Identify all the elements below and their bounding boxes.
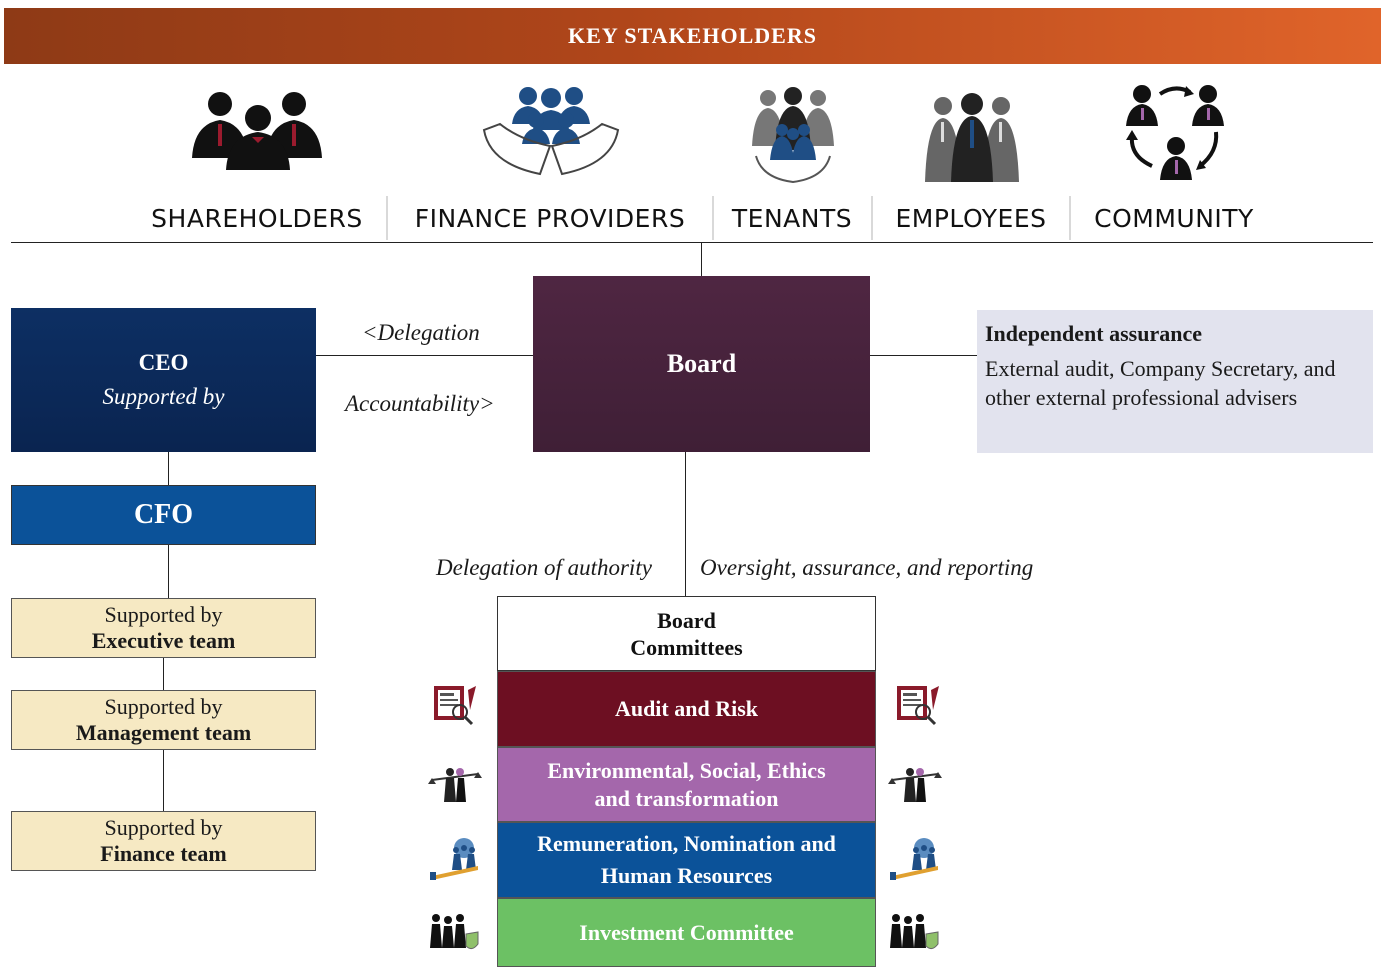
ceo-box: CEO Supported by — [11, 308, 316, 452]
investment-team-icon — [430, 914, 479, 950]
connector — [316, 355, 533, 356]
key-stakeholders-banner: KEY STAKEHOLDERS — [4, 8, 1381, 64]
connector — [163, 750, 164, 811]
support-team: Executive team — [91, 628, 236, 653]
independent-assurance-box: Independent assurance External audit, Co… — [977, 310, 1373, 453]
community-icon — [1126, 85, 1224, 180]
hr-team-icon — [890, 838, 938, 880]
shareholders-icon — [192, 92, 322, 170]
connector — [870, 355, 977, 356]
ceo-title: CEO — [138, 350, 189, 375]
separator — [712, 196, 714, 240]
committee-audit-and-risk: Audit and Risk — [497, 671, 876, 747]
support-prefix: Supported by — [104, 602, 223, 627]
separator — [386, 196, 388, 240]
assurance-heading: Independent assurance — [985, 321, 1202, 346]
audit-document-icon — [434, 686, 476, 726]
board-committees-heading: Board Committees — [497, 596, 876, 671]
connector — [163, 658, 164, 690]
connector — [685, 452, 686, 596]
hr-team-icon — [430, 838, 478, 880]
separator — [1069, 196, 1071, 240]
tenants-icon — [752, 87, 834, 184]
delegation-label: <Delegation — [362, 320, 480, 345]
ethics-scale-icon — [428, 768, 482, 802]
assurance-body: External audit, Company Secretary, and o… — [985, 356, 1336, 410]
support-prefix: Supported by — [104, 694, 223, 719]
stakeholder-shareholders: SHAREHOLDERS — [151, 203, 363, 233]
support-prefix: Supported by — [104, 815, 223, 840]
committee-investment: Investment Committee — [497, 898, 876, 967]
board-box: Board — [533, 276, 870, 452]
separator — [871, 196, 873, 240]
connector — [701, 242, 702, 276]
audit-document-icon — [897, 686, 939, 726]
connector — [168, 545, 169, 598]
investment-team-icon — [890, 914, 939, 950]
connector — [168, 452, 169, 485]
finance-providers-icon — [482, 87, 620, 176]
cfo-box: CFO — [11, 485, 316, 545]
stakeholder-community: COMMUNITY — [1094, 203, 1254, 233]
employees-icon — [925, 93, 1019, 182]
committees-heading-line1: Board — [657, 607, 716, 633]
committee-remuneration-nomination-hr: Remuneration, Nomination and Human Resou… — [497, 822, 876, 898]
accountability-label: Accountability> — [345, 391, 495, 416]
stakeholder-finance-providers: FINANCE PROVIDERS — [414, 203, 686, 233]
ethics-scale-icon — [888, 768, 942, 802]
management-team-box: Supported by Management team — [11, 690, 316, 750]
finance-team-box: Supported by Finance team — [11, 811, 316, 871]
stakeholder-employees: EMPLOYEES — [895, 203, 1047, 233]
delegation-of-authority-label: Delegation of authority — [436, 555, 652, 580]
committee-environmental-social-ethics: Environmental, Social, Ethics and transf… — [497, 747, 876, 822]
support-team: Management team — [75, 720, 252, 745]
executive-team-box: Supported by Executive team — [11, 598, 316, 658]
support-team: Finance team — [100, 841, 227, 866]
ceo-subtitle: Supported by — [102, 384, 225, 409]
stakeholder-divider — [11, 242, 1373, 243]
committees-heading-line2: Committees — [630, 634, 743, 660]
oversight-label: Oversight, assurance, and reporting — [700, 555, 1034, 580]
stakeholder-tenants: TENANTS — [731, 203, 853, 233]
